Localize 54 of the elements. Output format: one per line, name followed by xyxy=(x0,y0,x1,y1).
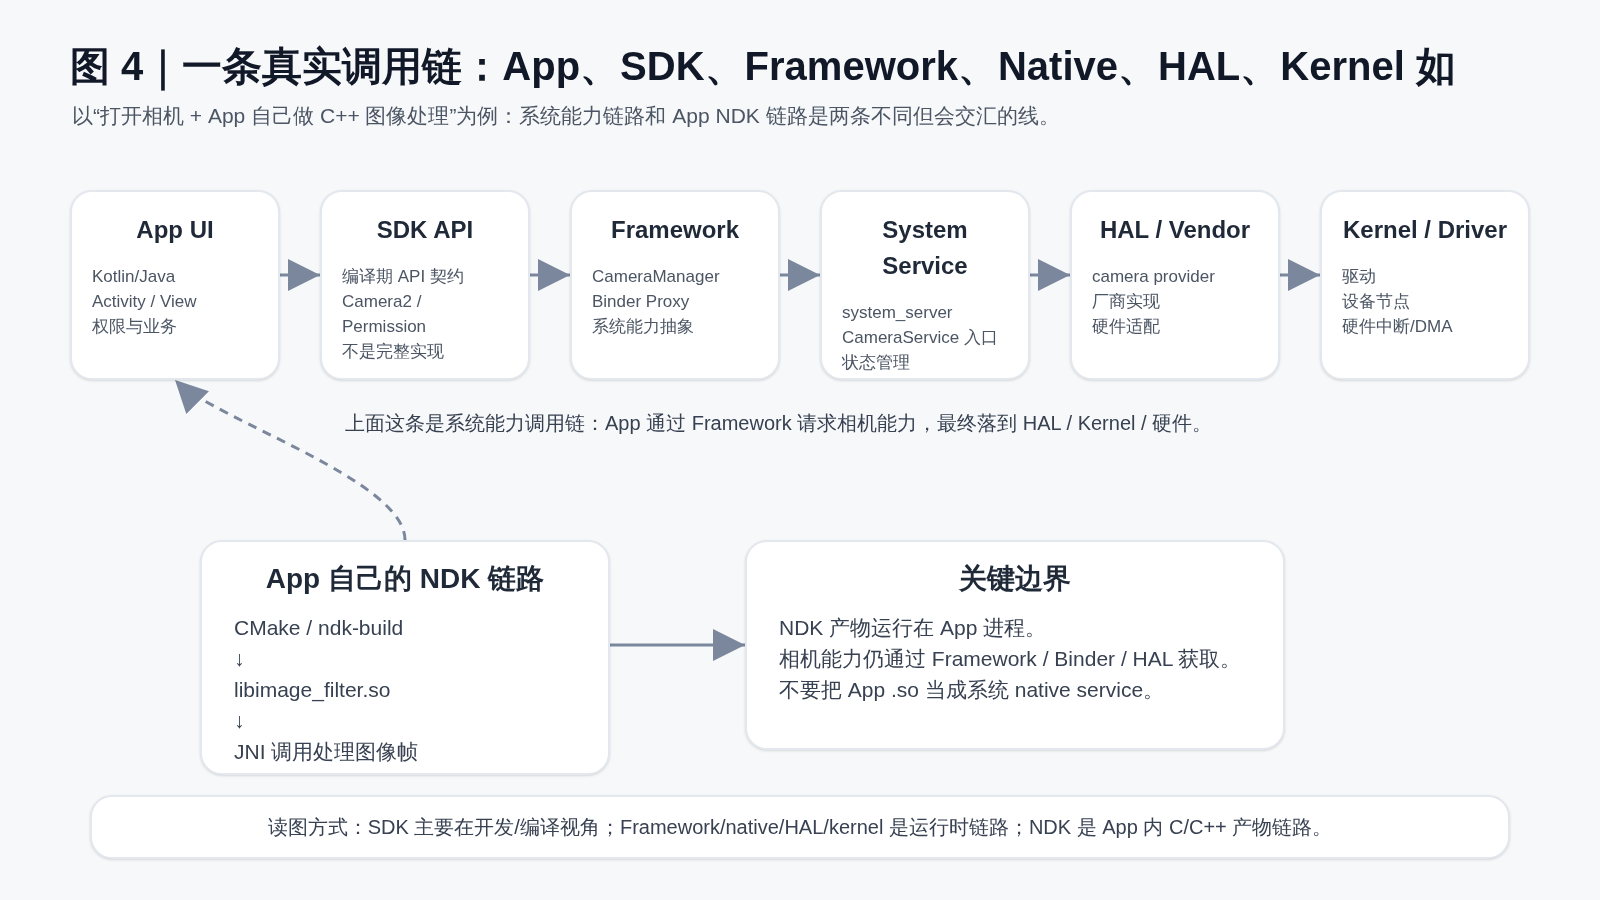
card-text: CameraManager xyxy=(592,266,721,288)
card-text: 系统能力抽象 xyxy=(592,316,695,338)
stage-card xyxy=(320,190,530,380)
card-text: 权限与业务 xyxy=(92,316,178,338)
stage-card xyxy=(70,190,280,380)
arrow xyxy=(280,259,320,291)
card-text: JNI 调用处理图像帧 xyxy=(234,739,420,765)
card-text: 不要把 App .so 当成系统 native service。 xyxy=(779,677,1166,703)
stage-card xyxy=(570,190,780,380)
card-heading: Kernel / Driver xyxy=(1342,215,1508,245)
info-card xyxy=(745,540,1285,750)
card-heading: App 自己的 NDK 链路 xyxy=(264,562,546,596)
stage-card xyxy=(1320,190,1530,380)
card-heading: App UI xyxy=(135,215,215,245)
card-text: 驱动 xyxy=(1342,266,1377,288)
card-text: Binder Proxy xyxy=(592,291,691,313)
card-text: 状态管理 xyxy=(842,352,911,374)
card-text: 硬件适配 xyxy=(1092,316,1161,338)
info-card xyxy=(200,540,610,775)
card-text: 相机能力仍通过 Framework / Binder / HAL 获取。 xyxy=(779,646,1243,672)
card-text: 编译期 API 契约 xyxy=(342,266,465,288)
card-text: Kotlin/Java xyxy=(92,266,177,288)
title: 图 4｜一条真实调用链：App、SDK、Framework、Native、HAL、Kernel 如 xyxy=(70,36,1456,96)
card-text: system_server xyxy=(842,302,954,324)
note-text: 读图方式：SDK 主要在开发/编译视角；Framework/native/HAL/kernel 是运行时链路；NDK 是 App 内 C/C++ 产物链路。 xyxy=(267,815,1333,840)
subtitle: 以“打开相机 + App 自己做 C++ 图像处理”为例：系统能力链路和 App NDK 链路是两条不同但会交汇的线。 xyxy=(72,103,1060,129)
card-heading: 关键边界 xyxy=(958,562,1072,596)
card-heading: System Service xyxy=(881,215,969,281)
note-text: 上面这条是系统能力调用链：App 通过 Framework 请求相机能力，最终落到 HAL / Kernel / 硬件。 xyxy=(345,411,1213,436)
arrow xyxy=(1030,259,1070,291)
card-text: Activity / View xyxy=(92,291,198,313)
card-text: libimage_filter.so xyxy=(234,677,392,704)
card-text: CMake / ndk-build xyxy=(234,615,405,641)
card-heading: HAL / Vendor xyxy=(1098,215,1252,245)
note-bar xyxy=(90,795,1510,859)
card-text: ↓ xyxy=(234,646,246,672)
card-text: Camera2 / Permission xyxy=(342,291,428,338)
arrow xyxy=(1280,259,1320,291)
stage-card xyxy=(1070,190,1280,380)
dashed-arrow xyxy=(174,378,407,541)
card-text: 厂商实现 xyxy=(1092,291,1161,313)
stage-card xyxy=(820,190,1030,380)
card-heading: Framework xyxy=(609,215,741,245)
arrow xyxy=(610,629,745,661)
card-text: camera provider xyxy=(1092,266,1216,288)
arrow xyxy=(530,259,570,291)
card-text: 设备节点 xyxy=(1342,291,1411,313)
card-heading: SDK API xyxy=(375,215,475,245)
card-text: 不是完整实现 xyxy=(342,341,445,363)
card-text: CameraService 入口 xyxy=(842,327,999,349)
card-text: 硬件中断/DMA xyxy=(1342,316,1454,338)
card-text: NDK 产物运行在 App 进程。 xyxy=(779,615,1048,641)
arrow xyxy=(780,259,820,291)
card-text: ↓ xyxy=(234,708,246,734)
